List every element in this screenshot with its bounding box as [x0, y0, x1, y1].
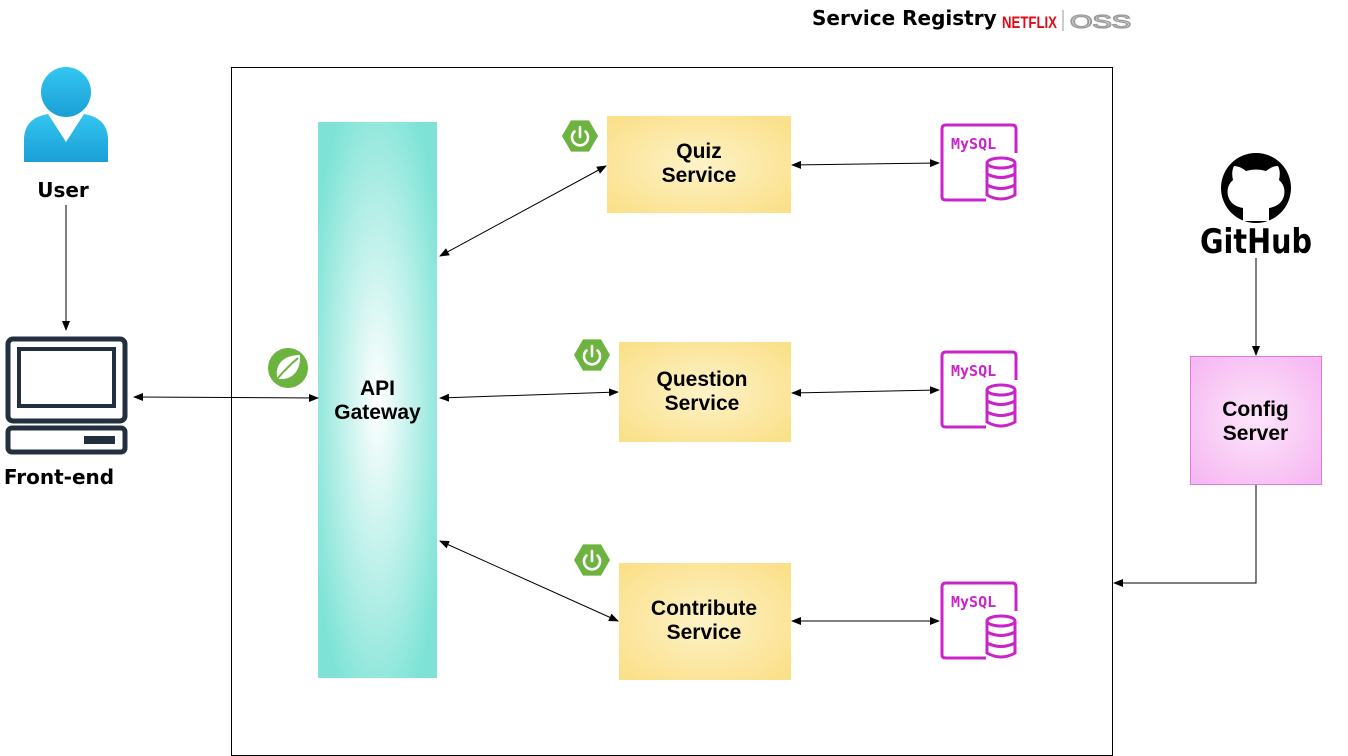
netflix-brand: NETFLIX [1002, 13, 1058, 32]
spring-leaf-icon [268, 348, 308, 388]
config-server-box [1190, 356, 1322, 485]
contribute-service-box [619, 563, 791, 680]
mysql-database-icon: MySQL [940, 581, 1018, 660]
mysql-label: MySQL [951, 593, 996, 611]
question-service-label: Question Service [619, 368, 785, 416]
gateway-question-arrow [439, 388, 619, 402]
api-gateway-label: API Gateway [318, 377, 437, 425]
contribute-service-line1: Contribute [650, 597, 758, 620]
netflix-oss-logo: NETFLIX OSS [1002, 10, 1132, 33]
contribute-service-line2: Service [666, 621, 742, 644]
config-server-label: Config Server [1190, 398, 1321, 446]
frontend-label: Front-end [3, 465, 115, 489]
spring-boot-power-icon [562, 120, 598, 152]
user-label: User [37, 178, 89, 202]
quiz-service-box [607, 116, 791, 213]
service-registry-title: Service Registry [812, 6, 997, 30]
api-gateway-line1: API [359, 377, 395, 400]
gateway-contribute-arrow [439, 540, 619, 622]
api-gateway-line2: Gateway [334, 401, 421, 424]
question-service-box [619, 342, 791, 442]
gateway-quiz-arrow [439, 165, 607, 257]
question-service-line2: Service [664, 392, 740, 415]
question-service-line1: Question [656, 368, 748, 391]
api-gateway-box [318, 122, 437, 678]
connectors [62, 159, 1260, 625]
mysql-label: MySQL [951, 135, 996, 153]
config-registry-arrow [1113, 485, 1257, 587]
mysql-database-icon: MySQL [940, 350, 1018, 429]
user-icon [24, 67, 108, 162]
config-server-line1: Config [1222, 398, 1289, 421]
mysql-database-icon: MySQL [940, 123, 1018, 202]
github-label: GitHub [1200, 222, 1312, 262]
frontend-gateway-arrow [133, 393, 319, 402]
github-octocat-icon: GitHub [1200, 153, 1312, 262]
quiz-service-label: Quiz Service [607, 140, 791, 188]
mysql-label: MySQL [951, 362, 996, 380]
quiz-db-arrow [791, 159, 940, 169]
quiz-service-line2: Service [661, 164, 737, 187]
config-server-line2: Server [1222, 422, 1289, 445]
oss-brand: OSS [1070, 12, 1131, 32]
contribute-service-label: Contribute Service [619, 597, 789, 645]
computer-terminal-icon [5, 336, 128, 455]
question-db-arrow [791, 386, 940, 397]
spring-boot-power-icon [574, 544, 610, 576]
quiz-service-line1: Quiz [676, 140, 722, 163]
spring-boot-power-icon [574, 339, 610, 371]
